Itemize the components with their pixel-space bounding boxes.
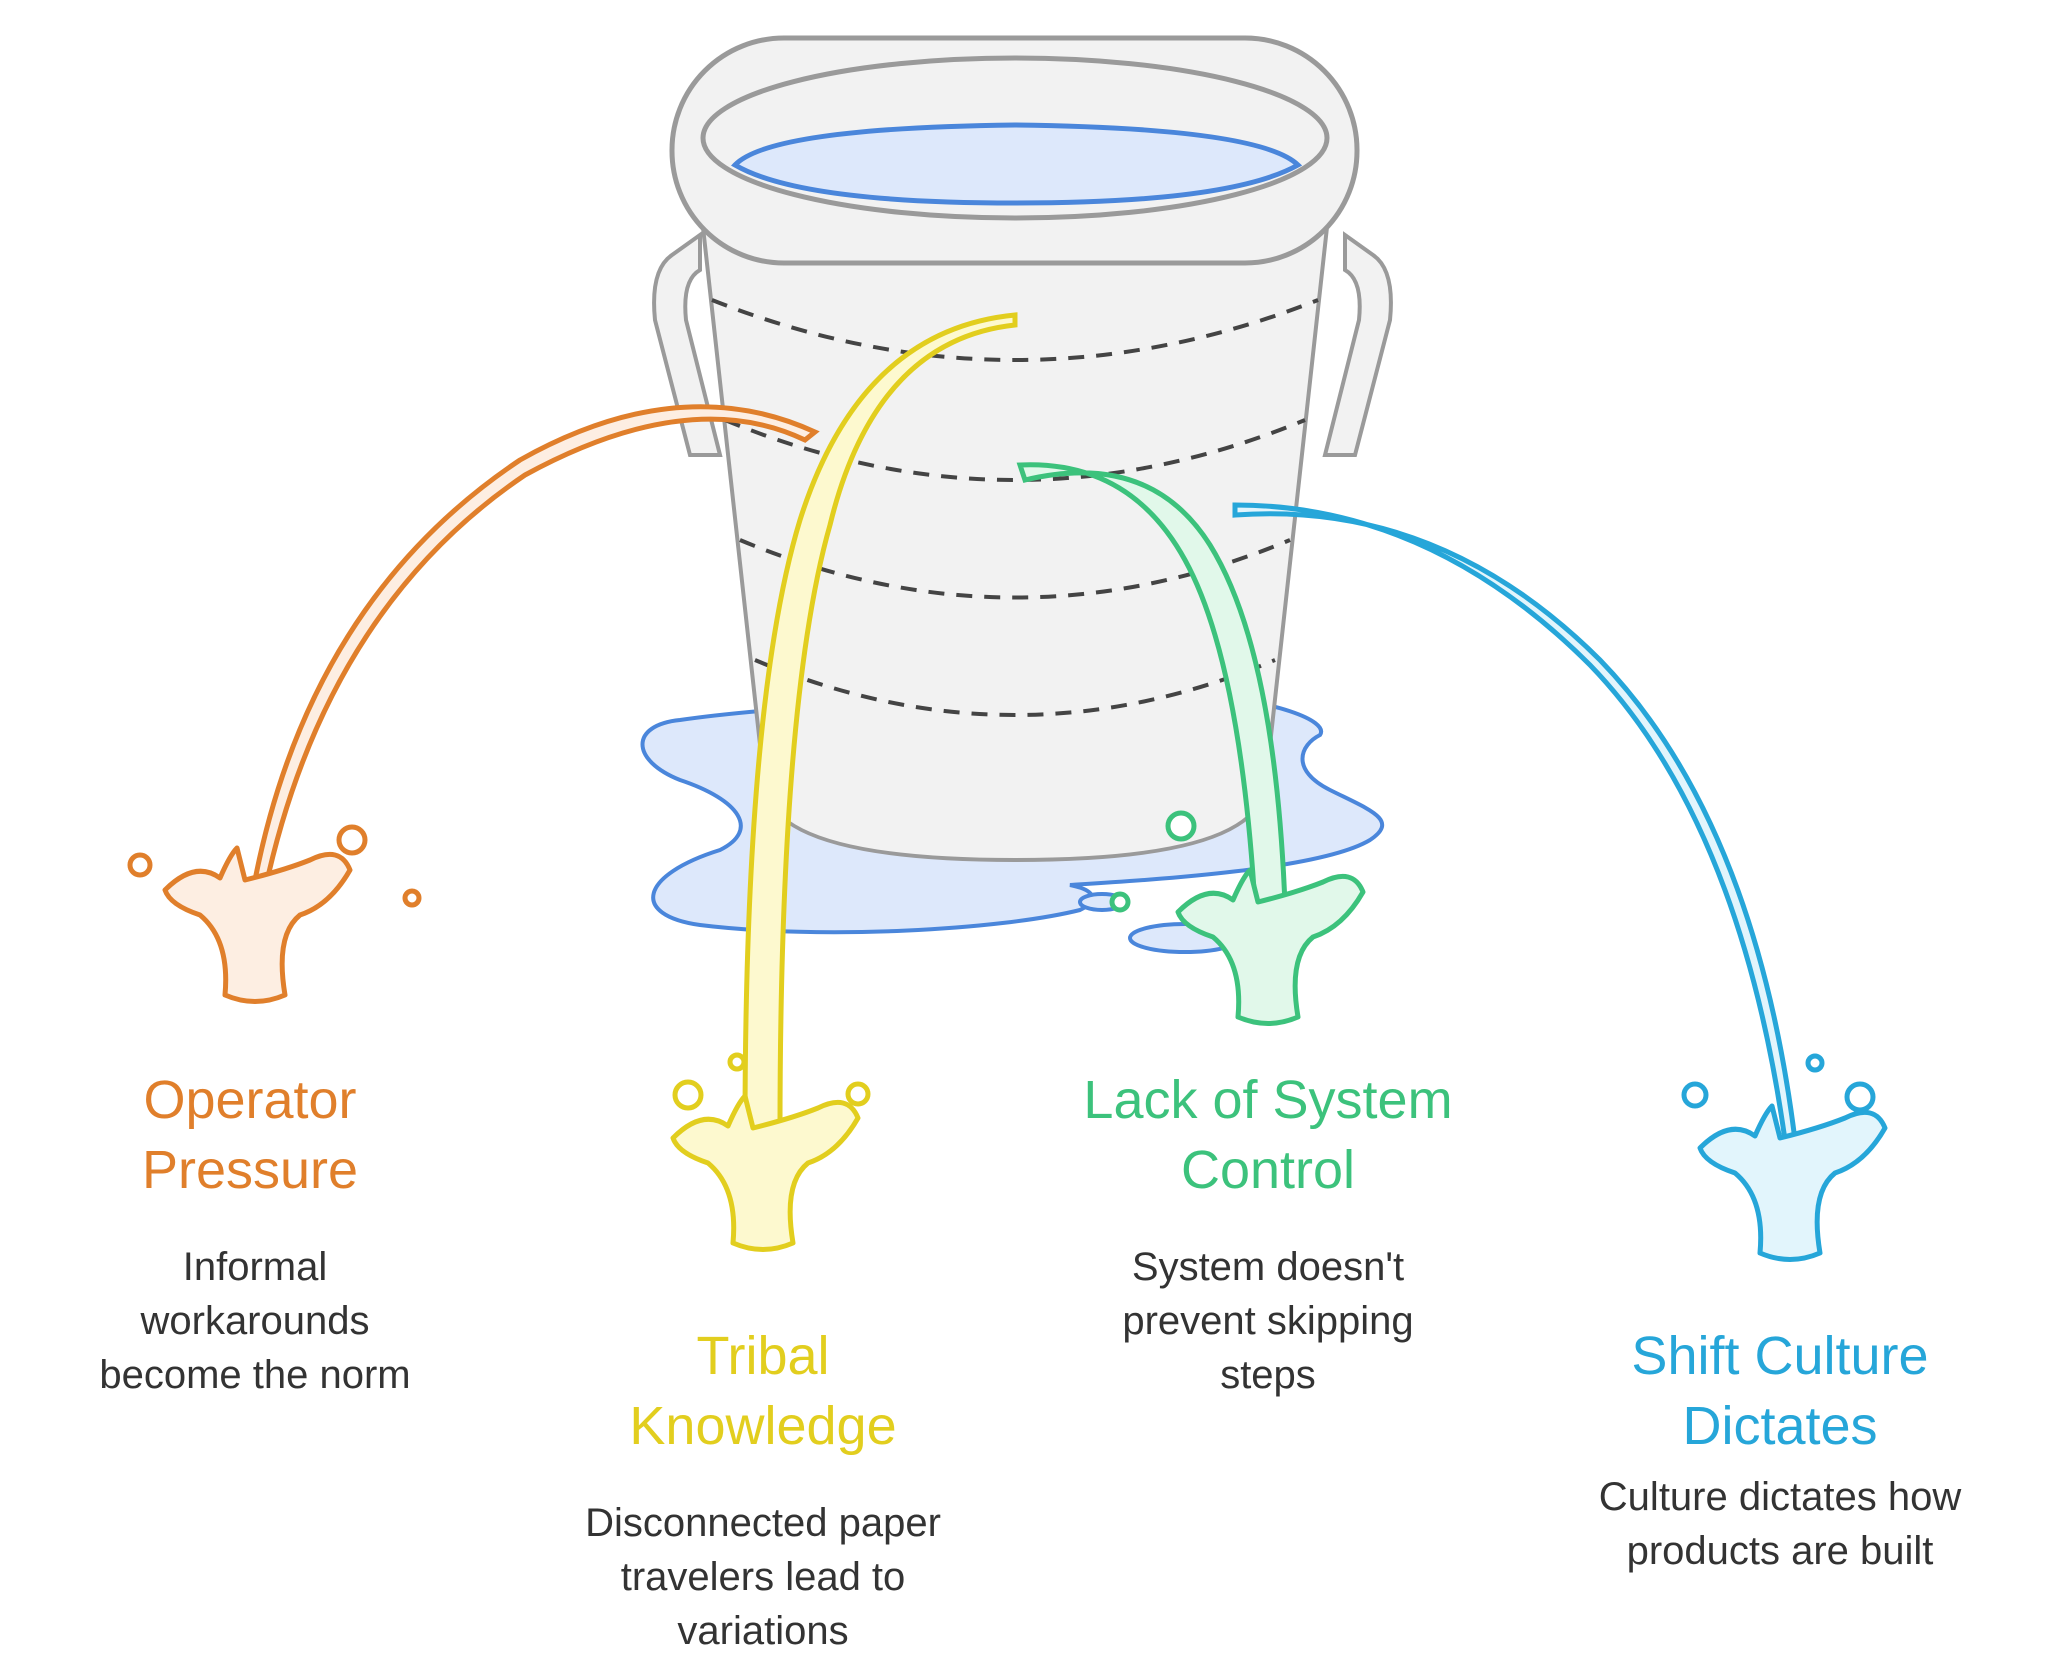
operator-description-line: workarounds: [140, 1299, 370, 1343]
system-description: System doesn't prevent skipping steps: [1008, 1240, 1528, 1402]
shift-title-line: Dictates: [1682, 1396, 1878, 1456]
system-droplet: [1109, 891, 1131, 913]
bucket-handle: [652, 231, 723, 457]
system-title-line: Control: [1180, 1140, 1356, 1200]
tribal-description-line: Disconnected paper: [585, 1501, 941, 1545]
operator-description: Informal workarounds become the norm: [0, 1240, 515, 1402]
system-description-line: steps: [1220, 1353, 1316, 1397]
operator-title-line: Operator: [143, 1070, 357, 1130]
system-title-line: Lack of System: [1083, 1070, 1453, 1130]
bucket-handle-right: [1322, 231, 1393, 457]
tribal-splash: [670, 1093, 861, 1252]
shift-description-line: products are built: [1626, 1529, 1934, 1573]
system-splash: [1175, 867, 1366, 1026]
tribal-description-line: variations: [677, 1609, 849, 1653]
shift-droplet: [1681, 1081, 1709, 1109]
operator-description-line: Informal: [182, 1245, 328, 1289]
bucket-ring: [724, 418, 1306, 482]
bucket-water: [731, 122, 1303, 206]
operator-splash: [162, 845, 353, 1004]
shift-splash: [1697, 1103, 1888, 1262]
shift-description: Culture dictates how products are built: [1520, 1470, 2040, 1578]
bucket-ring: [754, 658, 1276, 717]
shift-droplet: [1844, 1081, 1876, 1113]
tribal-droplet: [845, 1081, 871, 1107]
operator-description-line: become the norm: [99, 1353, 411, 1397]
shift-description-line: Culture dictates how: [1598, 1475, 1962, 1519]
shift-droplet: [1805, 1053, 1825, 1073]
tribal-droplet: [727, 1052, 747, 1072]
tribal-description: Disconnected paper travelers lead to varia…: [503, 1496, 1023, 1658]
system-description-line: System doesn't: [1131, 1245, 1405, 1289]
tribal-description-line: travelers lead to: [620, 1555, 906, 1599]
tribal-title-line: Tribal: [696, 1326, 830, 1386]
tribal-droplet: [672, 1079, 704, 1111]
operator-title-line: Pressure: [141, 1140, 359, 1200]
operator-droplet: [336, 824, 368, 856]
operator-droplet: [402, 888, 422, 908]
operator-droplet: [127, 852, 153, 878]
tribal-title-line: Knowledge: [629, 1396, 897, 1456]
system-droplet: [1165, 810, 1197, 842]
shift-title-line: Shift Culture: [1631, 1326, 1929, 1386]
system-description-line: prevent skipping: [1122, 1299, 1414, 1343]
bucket-ring: [711, 298, 1319, 362]
